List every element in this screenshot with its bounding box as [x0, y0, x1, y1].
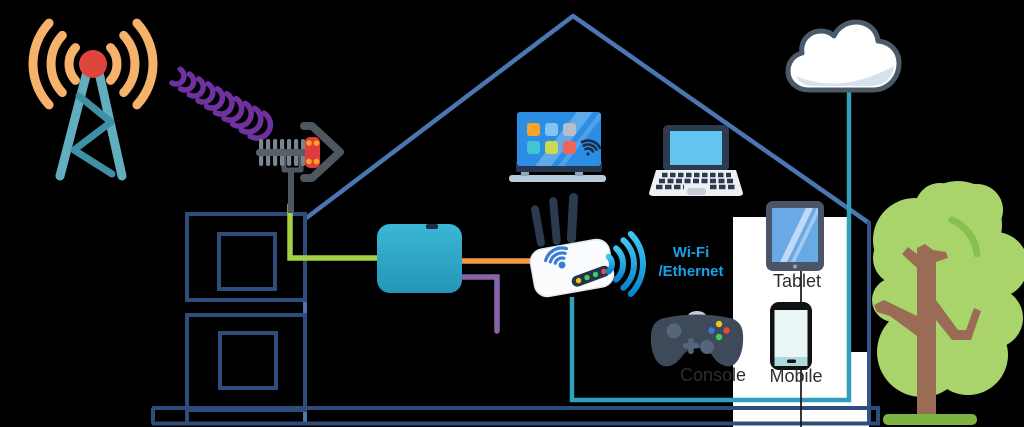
cable-green-antenna-to-modem — [287, 202, 381, 261]
cloud-icon — [785, 19, 902, 93]
laptop-trackpad — [687, 188, 706, 195]
laptop-icon — [649, 125, 743, 196]
cell-tower-icon — [28, 18, 158, 181]
tablet-label: Tablet — [772, 271, 822, 291]
wifi-ethernet-label-line1: Wi-Fi — [672, 244, 710, 261]
antenna-mast — [288, 168, 294, 213]
antenna-reflector — [300, 122, 344, 182]
router-icon — [529, 193, 615, 298]
console-label: Console — [679, 365, 746, 385]
wifi-signal-icon — [605, 231, 646, 297]
mobile-label: Mobile — [769, 366, 823, 386]
tower-beacon — [79, 50, 107, 78]
cable-teal-router-to-cloud — [569, 90, 852, 403]
ground-band — [151, 406, 880, 426]
game-controller-icon — [650, 311, 744, 367]
tree-trunk — [874, 244, 981, 416]
mobile-icon — [770, 302, 812, 370]
tower-signal-arcs — [28, 18, 158, 110]
label-panel-bg-2 — [818, 352, 869, 427]
cable-purple-drop — [458, 274, 500, 334]
wifi-ethernet-label-line2: /Ethernet — [658, 263, 724, 280]
tablet-icon — [766, 201, 824, 271]
wireless-waves-icon — [169, 66, 274, 141]
tree-base — [883, 414, 977, 425]
wifi-ethernet-label: Wi-Fi /Ethernet — [646, 243, 736, 281]
house-roof — [303, 13, 871, 225]
tree-icon — [872, 181, 1024, 425]
modem-icon — [377, 224, 462, 293]
tree-highlight — [948, 216, 981, 258]
tv-wifi-icon — [580, 139, 602, 156]
router-leds — [571, 265, 610, 287]
smart-tv-icon — [509, 112, 606, 182]
yagi-antenna-icon — [256, 122, 344, 213]
tv-app-icons — [527, 123, 576, 154]
router-wifi-logo — [544, 246, 568, 269]
